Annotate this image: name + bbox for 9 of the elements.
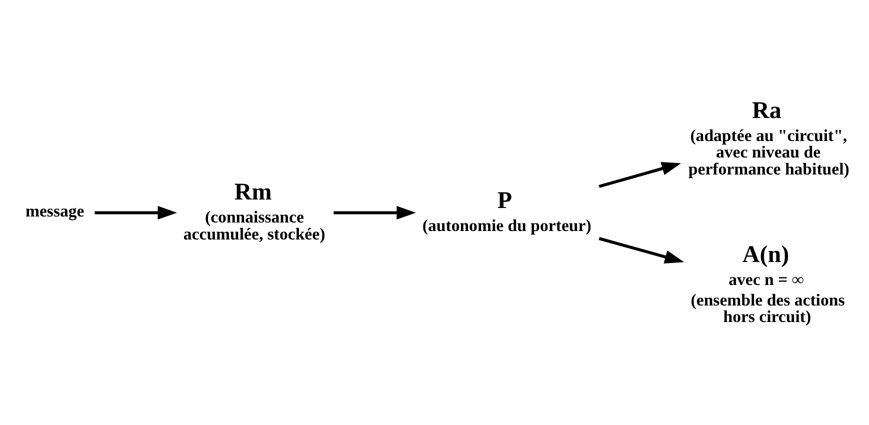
node-text: Ra (adaptée au "circuit", avec niveau de performance habituel) bbox=[688, 97, 849, 178]
node-text: message bbox=[24, 201, 84, 220]
node-text: Rm (connaissance accumulée, stockée) bbox=[182, 178, 325, 243]
arrow bbox=[598, 162, 681, 188]
node-text: A(n) avec n = ∞ (ensemble des actions hors circuit) bbox=[690, 241, 844, 326]
arrow bbox=[333, 205, 416, 219]
arrow bbox=[94, 205, 177, 219]
arrow bbox=[598, 236, 684, 263]
node-text: P (autonomie du porteur) bbox=[422, 187, 591, 234]
